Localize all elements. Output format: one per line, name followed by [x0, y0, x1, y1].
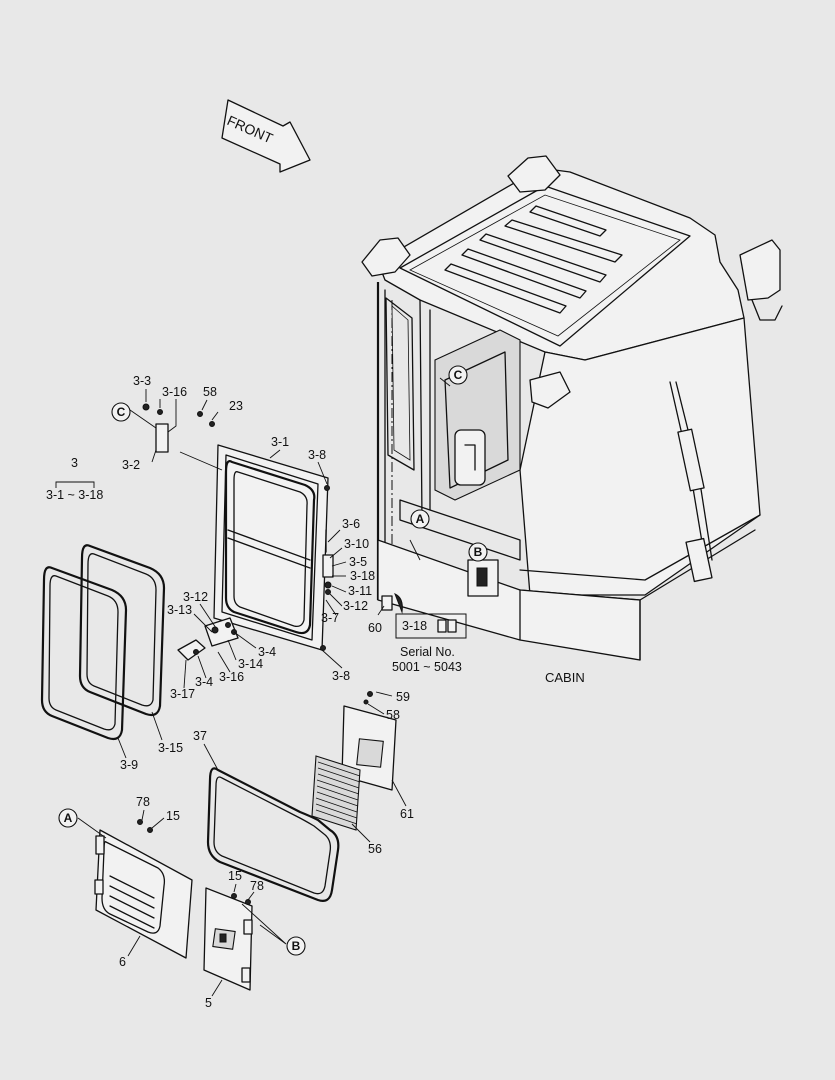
callout-a-cabin: A: [410, 509, 430, 529]
part-label: 3-1: [271, 435, 289, 449]
part-label: 3-11: [348, 584, 372, 598]
part-label: 61: [400, 807, 414, 821]
serial-note-line1: Serial No.: [400, 645, 455, 659]
front-lower-cover: [94, 819, 193, 959]
serial-note-line2: 5001 ~ 5043: [392, 660, 462, 674]
cabin-body: [361, 155, 783, 661]
diagram-title: CABIN: [545, 670, 585, 685]
part-label: 3-17: [170, 687, 195, 701]
serial-note-box: 3-18 Serial No. 5001 ~ 5043: [392, 613, 467, 674]
group-number: 3: [71, 456, 78, 470]
part-label: 3-12: [343, 599, 368, 613]
filter-cover-and-filter: [311, 691, 397, 831]
part-label: 3-18: [350, 569, 375, 583]
part-label: 15: [228, 869, 242, 883]
callout-b-cover: B: [286, 936, 306, 956]
svg-text:A: A: [416, 512, 425, 526]
roof-vent-slots: [444, 205, 623, 314]
callout-a-cover: A: [58, 808, 78, 828]
part-label: 3-16: [219, 670, 244, 684]
cabin-door: [142, 403, 403, 661]
part-label: 37: [193, 729, 207, 743]
part-label: 3-3: [133, 374, 151, 388]
part-label: 3-9: [120, 758, 138, 772]
svg-text:B: B: [292, 939, 301, 953]
part-label: 60: [368, 621, 382, 635]
part-label: 3-16: [162, 385, 187, 399]
wiper-arm: [669, 381, 713, 583]
part-label: 3-13: [167, 603, 192, 617]
svg-text:A: A: [64, 811, 73, 825]
part-label: 3-8: [332, 669, 350, 683]
leader-lines: [55, 377, 451, 997]
part-label: 5: [205, 996, 212, 1010]
group-range: 3-1 ~ 3-18: [46, 488, 103, 502]
part-label: 3-7: [321, 611, 339, 625]
callout-c-door: C: [111, 402, 131, 422]
svg-text:C: C: [454, 368, 463, 382]
callout-c-cabin: C: [448, 365, 468, 385]
part-label: 3-2: [122, 458, 140, 472]
part-label: 15: [166, 809, 180, 823]
part-label: 78: [136, 795, 150, 809]
front-direction-arrow: FRONT: [221, 99, 311, 173]
part-label: 3-6: [342, 517, 360, 531]
part-label: 78: [250, 879, 264, 893]
part-label: 3-12: [183, 590, 208, 604]
callout-b-cabin: B: [468, 542, 488, 562]
part-label: 6: [119, 955, 126, 969]
part-number-labels: 3-3 3-16 58 23 3-2 3-1 3-8 3-6 3-10 3-5 …: [119, 374, 414, 1010]
svg-text:C: C: [117, 405, 126, 419]
part-label: 3-5: [349, 555, 367, 569]
door-glass-seal: [206, 767, 340, 902]
serial-note-part: 3-18: [402, 619, 427, 633]
part-label: 3-14: [238, 657, 263, 671]
part-label: 3-8: [308, 448, 326, 462]
part-label: 56: [368, 842, 382, 856]
side-lower-cover: [203, 887, 253, 991]
part-label: 3-4: [258, 645, 276, 659]
part-label: 3-10: [344, 537, 369, 551]
svg-text:B: B: [474, 545, 483, 559]
part-label: 23: [229, 399, 243, 413]
window-seals: [40, 544, 166, 741]
part-label: 58: [386, 708, 400, 722]
part-label: 59: [396, 690, 410, 704]
part-label: 58: [203, 385, 217, 399]
part-label: 3-15: [158, 741, 183, 755]
part-label: 3-4: [195, 675, 213, 689]
